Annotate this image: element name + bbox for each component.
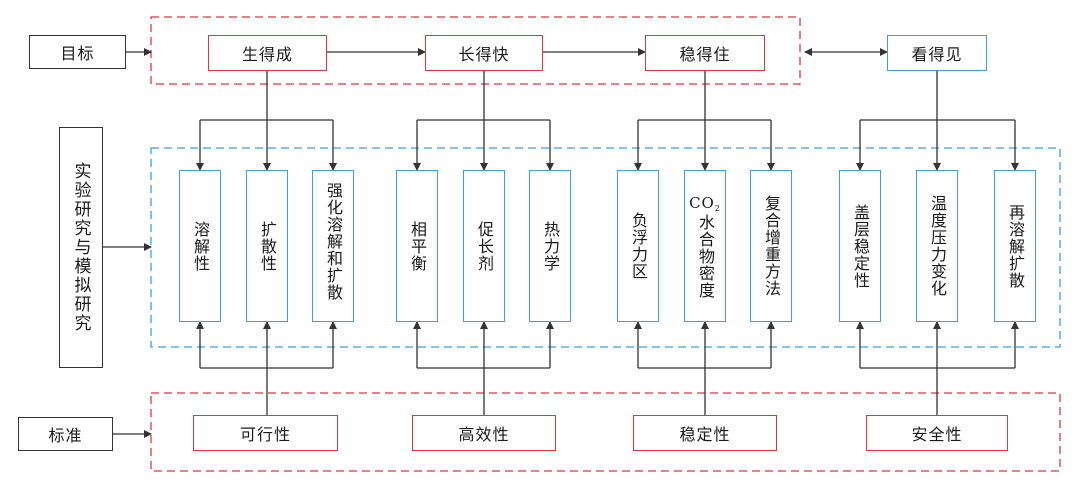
topic-box-4: 相平衡 bbox=[396, 170, 438, 322]
standard-text-2: 高效性 bbox=[458, 425, 510, 444]
topic-text-12: 再溶解扩散 bbox=[1006, 203, 1025, 289]
goal-box-2: 长得快 bbox=[425, 35, 543, 71]
research-label-box: 实验研究与模拟研究 bbox=[59, 127, 103, 368]
topic-box-12: 再溶解扩散 bbox=[994, 170, 1036, 322]
topic-text-2: 扩散性 bbox=[258, 220, 277, 272]
goal-box-1: 生得成 bbox=[208, 35, 327, 71]
topic-text-10: 盖层稳定性 bbox=[851, 203, 870, 289]
standard-label: 标准 bbox=[48, 426, 83, 445]
topic-text-9: 复合增重方法 bbox=[762, 195, 781, 297]
topic-stack-8: CO2 水合物密度 bbox=[689, 194, 721, 299]
topic-box-6: 热力学 bbox=[529, 170, 571, 322]
goal-text-4: 看得见 bbox=[911, 45, 963, 64]
standard-text-4: 安全性 bbox=[911, 425, 963, 444]
standard-box-4: 安全性 bbox=[866, 415, 1008, 451]
standard-box-2: 高效性 bbox=[412, 415, 556, 451]
topic-box-5: 促长剂 bbox=[463, 170, 505, 322]
research-group-frame bbox=[150, 147, 1061, 348]
topic-text-6: 热力学 bbox=[541, 220, 560, 272]
standard-text-3: 稳定性 bbox=[679, 425, 731, 444]
topic-box-3: 强化溶解和扩散 bbox=[312, 170, 354, 322]
goal-text-3: 稳得住 bbox=[679, 45, 731, 64]
topic-box-7: 负浮力区 bbox=[617, 170, 659, 322]
topic-box-11: 温度压力变化 bbox=[916, 170, 958, 322]
topic-box-2: 扩散性 bbox=[246, 170, 288, 322]
topic-text-3: 强化溶解和扩散 bbox=[324, 182, 343, 301]
goal-label: 目标 bbox=[60, 44, 95, 63]
topic-box-10: 盖层稳定性 bbox=[839, 170, 881, 322]
topic-text-1: 溶解性 bbox=[191, 220, 210, 272]
topic-text-11: 温度压力变化 bbox=[928, 195, 947, 297]
topic-box-8: CO2 水合物密度 bbox=[684, 170, 726, 322]
co2-formula: CO2 bbox=[689, 193, 721, 213]
goal-box-4: 看得见 bbox=[887, 35, 987, 71]
research-label: 实验研究与模拟研究 bbox=[70, 162, 91, 333]
standard-label-box: 标准 bbox=[18, 417, 113, 451]
goal-box-3: 稳得住 bbox=[645, 35, 765, 71]
standard-box-1: 可行性 bbox=[193, 415, 338, 451]
topic-box-1: 溶解性 bbox=[179, 170, 221, 322]
goal-text-2: 长得快 bbox=[458, 45, 510, 64]
topic-text-8: 水合物密度 bbox=[696, 213, 715, 299]
topic-text-4: 相平衡 bbox=[408, 220, 427, 272]
goal-text-1: 生得成 bbox=[241, 45, 293, 64]
standard-box-3: 稳定性 bbox=[633, 415, 777, 451]
topic-box-9: 复合增重方法 bbox=[750, 170, 792, 322]
topic-text-7: 负浮力区 bbox=[629, 212, 648, 280]
goal-label-box: 目标 bbox=[29, 35, 126, 69]
topic-text-5: 促长剂 bbox=[475, 220, 494, 272]
standard-text-1: 可行性 bbox=[239, 425, 291, 444]
